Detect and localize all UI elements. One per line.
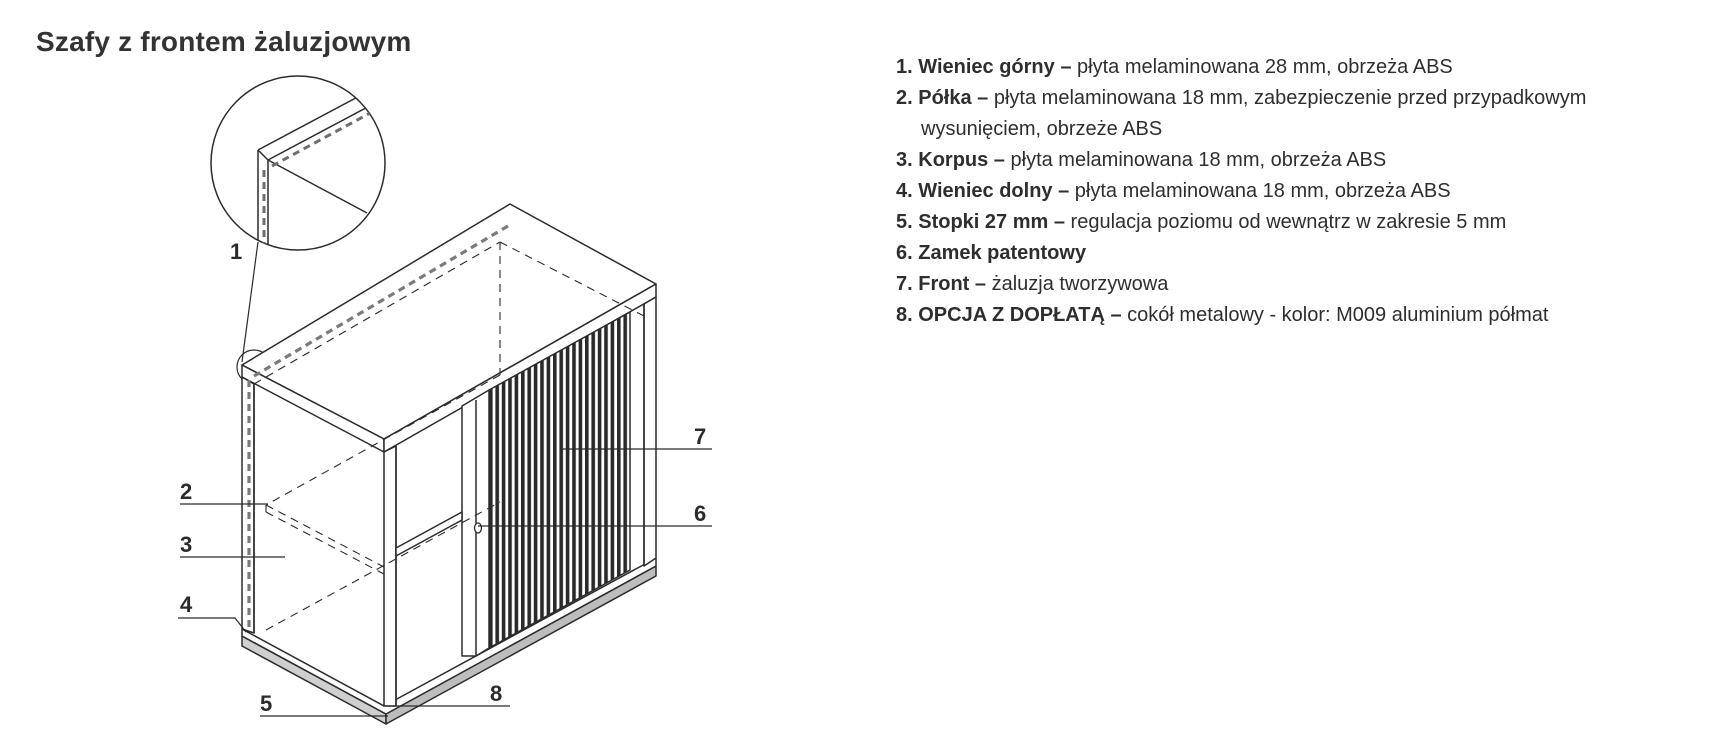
legend-item: 8. OPCJA Z DOPŁATĄ – cokół metalowy - ko… — [896, 304, 1549, 326]
cabinet-diagram: 1 2 3 4 5 6 7 8 — [178, 75, 712, 725]
callout-1: 1 — [230, 239, 242, 264]
legend-item: 4. Wieniec dolny – płyta melaminowana 18… — [896, 180, 1451, 202]
legend-item: 6. Zamek patentowy — [896, 242, 1087, 264]
legend-item: 5. Stopki 27 mm – regulacja poziomu od w… — [896, 211, 1507, 233]
front-pillar — [383, 445, 397, 707]
legend-list: 1. Wieniec górny – płyta melaminowana 28… — [896, 52, 1696, 331]
callout-5: 5 — [260, 691, 272, 716]
callout-8: 8 — [490, 681, 502, 706]
callout-4: 4 — [180, 592, 193, 617]
shelf-rail — [395, 511, 463, 557]
cabinet-drawing — [241, 203, 657, 725]
callout-6: 6 — [694, 501, 706, 526]
legend-item: 3. Korpus – płyta melaminowana 18 mm, ob… — [896, 149, 1387, 171]
lock-icon — [473, 522, 483, 534]
legend-item: 7. Front – żaluzja tworzywowa — [896, 273, 1169, 295]
callout-2: 2 — [180, 479, 192, 504]
callout-7: 7 — [694, 424, 706, 449]
legend-item: 2. Półka – płyta melaminowana 18 mm, zab… — [896, 87, 1587, 140]
legend-item: 1. Wieniec górny – płyta melaminowana 28… — [896, 56, 1453, 78]
callout-3: 3 — [180, 532, 192, 557]
page-title: Szafy z frontem żaluzjowym — [36, 26, 412, 57]
callout-leaders — [178, 448, 712, 717]
